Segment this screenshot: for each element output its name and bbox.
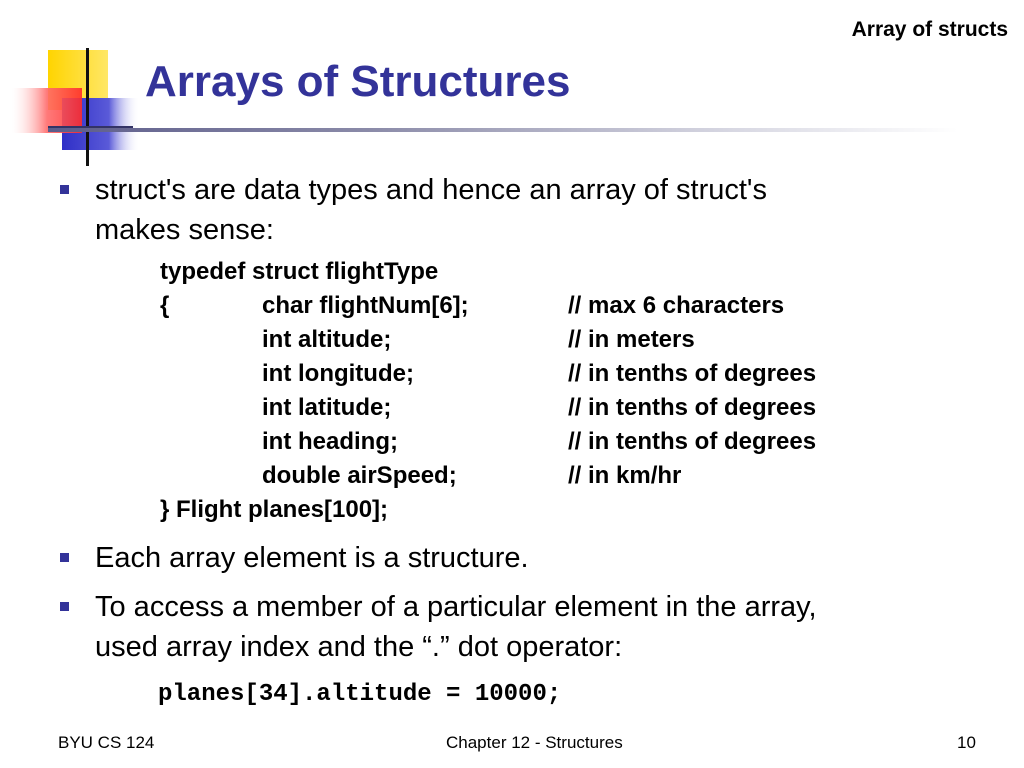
code-declaration: int latitude; <box>262 394 392 421</box>
deco-horizontal-line <box>48 126 133 129</box>
slide-decoration <box>12 48 140 166</box>
code-comment: // in meters <box>568 326 695 353</box>
code-comment: // max 6 characters <box>568 292 785 319</box>
bullet-text-line: To access a member of a particular eleme… <box>95 591 817 623</box>
bullet-text-line: struct's are data types and hence an arr… <box>95 174 767 206</box>
bullet-text-line: makes sense: <box>95 214 274 246</box>
bullet-square-icon <box>60 602 69 611</box>
code-declaration: int heading; <box>262 428 398 455</box>
footer-chapter-label: Chapter 12 - Structures <box>446 733 623 752</box>
bullet-text-line: Each array element is a structure. <box>95 542 529 574</box>
bullet-square-icon <box>60 553 69 562</box>
code-comment: // in tenths of degrees <box>568 428 817 455</box>
code-open-brace: { <box>160 292 170 319</box>
title-underline <box>48 128 958 132</box>
code-comment: // in tenths of degrees <box>568 360 817 387</box>
bullet-square-icon <box>60 185 69 194</box>
footer-course-label: BYU CS 124 <box>58 733 155 752</box>
code-declaration: int altitude; <box>262 326 392 353</box>
code-comment: // in km/hr <box>568 462 682 489</box>
code-closing-line: } Flight planes[100]; <box>160 496 389 523</box>
footer-page-number: 10 <box>957 733 976 752</box>
slide-title: Arrays of Structures <box>145 57 571 106</box>
code-comment: // in tenths of degrees <box>568 394 817 421</box>
code-typedef-line: typedef struct flightType <box>160 258 439 285</box>
deco-red-square <box>12 88 82 133</box>
code-example: planes[34].altitude = 10000; <box>158 681 562 708</box>
header-corner-label: Array of structs <box>851 18 1008 41</box>
deco-vertical-line <box>86 48 89 166</box>
code-declaration: double airSpeed; <box>262 462 457 489</box>
bullet-text-line: used array index and the “.” dot operato… <box>95 631 623 663</box>
code-declaration: char flightNum[6]; <box>262 292 469 319</box>
code-declaration: int longitude; <box>262 360 414 387</box>
